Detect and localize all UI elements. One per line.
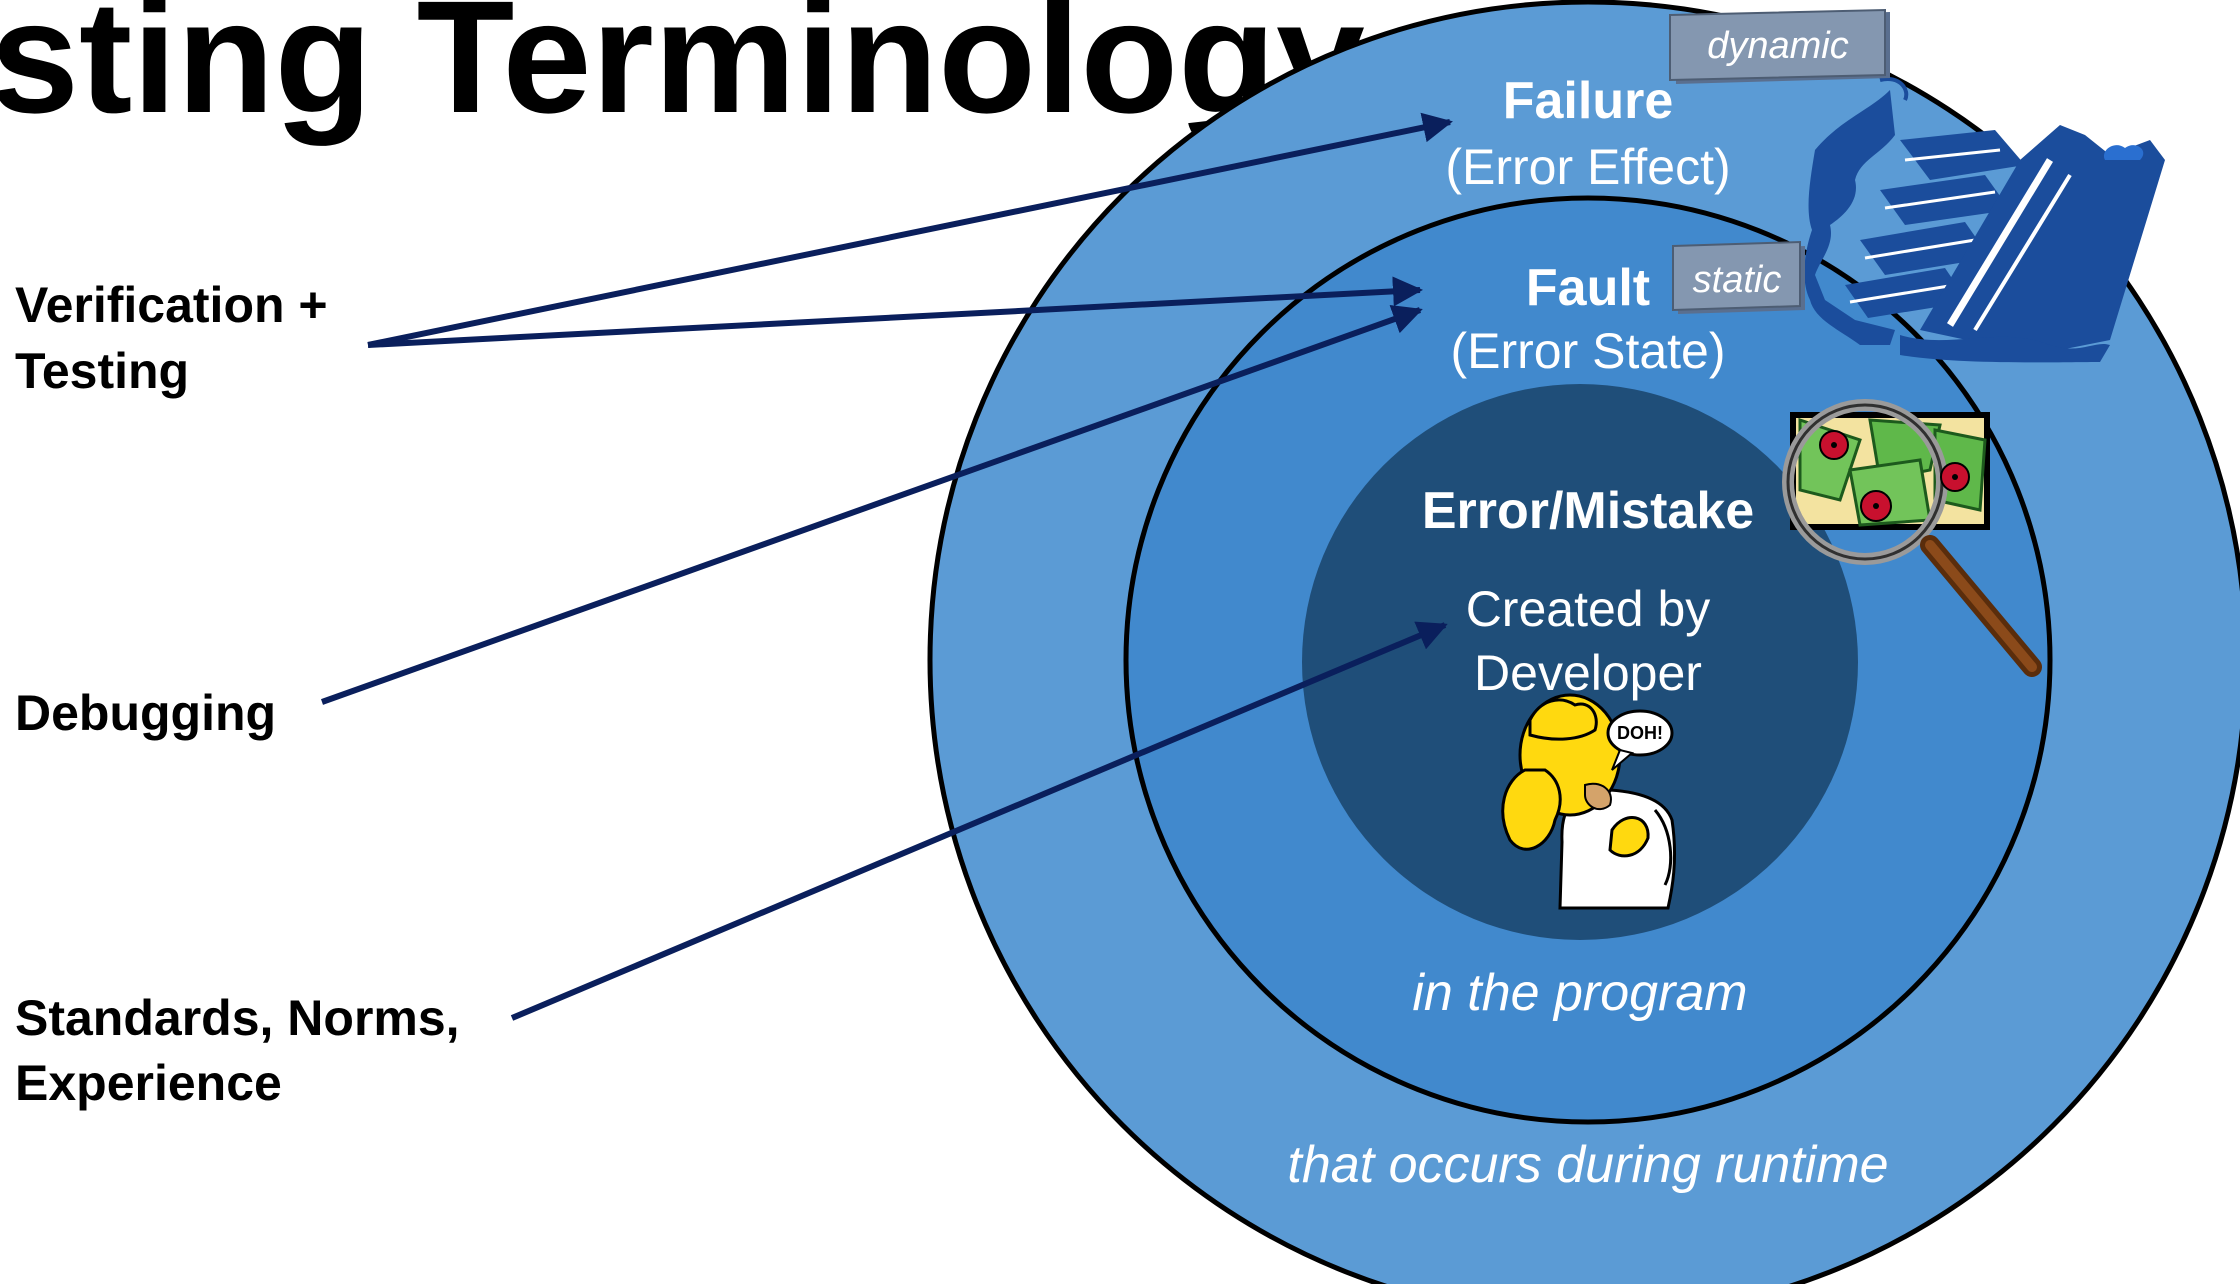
developer-doh-icon (1501, 693, 1677, 910)
error-subheading-line1: Created by (1466, 581, 1711, 637)
label-verification-line1: Verification + (15, 277, 328, 333)
failure-heading: Failure (1503, 72, 1674, 130)
label-debugging: Debugging (15, 685, 276, 741)
error-heading: Error/Mistake (1422, 482, 1754, 540)
tag-static-label: static (1693, 259, 1782, 301)
fault-heading: Fault (1526, 259, 1650, 317)
tag-dynamic: dynamic (1669, 8, 1890, 84)
sinking-ship-icon (1804, 77, 2165, 363)
arrow-debugging-to-fault (320, 304, 1423, 705)
doh-text: DOH! (1617, 723, 1663, 743)
failure-caption: that occurs during runtime (1287, 1136, 1888, 1194)
tag-dynamic-label: dynamic (1707, 25, 1849, 67)
arrow-verification-to-fault (367, 276, 1423, 348)
arrow-standards-to-error (510, 621, 1448, 1021)
magnifier-bugs-icon (1782, 399, 2042, 677)
arrow-verification-to-failure (367, 112, 1453, 348)
inner-circle-error (1302, 384, 1858, 940)
label-verification-line2: Testing (15, 343, 189, 399)
slide-title: sting Terminology (0, 0, 1365, 146)
error-subheading-line2: Developer (1474, 645, 1702, 701)
fault-caption: in the program (1412, 964, 1747, 1022)
connector-arrows (320, 112, 1453, 1021)
fault-subheading: (Error State) (1450, 323, 1725, 379)
doh-speech-bubble: DOH! (1606, 709, 1674, 771)
failure-subheading: (Error Effect) (1445, 139, 1730, 195)
label-standards-line1: Standards, Norms, (15, 990, 460, 1046)
tag-static: static (1672, 240, 1805, 314)
label-standards-line2: Experience (15, 1055, 282, 1111)
